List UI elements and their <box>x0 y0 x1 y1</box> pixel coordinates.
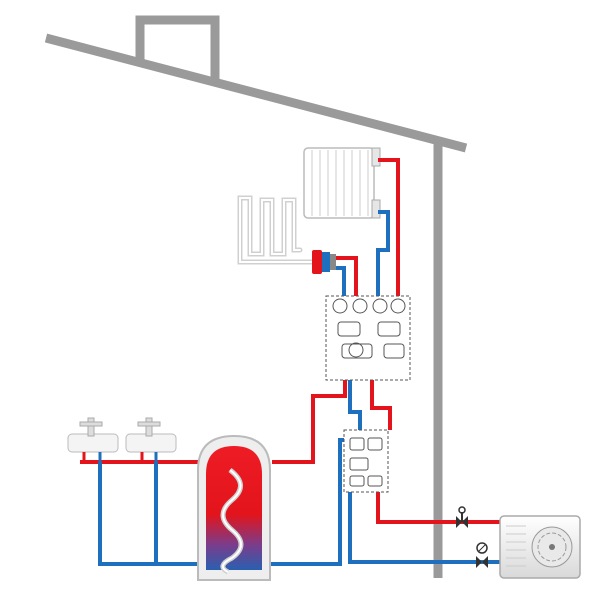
radiator-icon <box>303 147 381 219</box>
valve-icon <box>476 542 488 568</box>
valve-icon <box>456 506 468 528</box>
hot-pipes <box>80 158 500 524</box>
sink-tap-icon <box>67 417 119 462</box>
mixing-manifold-icon <box>312 250 336 274</box>
underfloor-heating-coil-icon <box>239 197 321 263</box>
hydraulic-module-icon <box>325 295 411 381</box>
house-roof-outline <box>44 15 468 578</box>
sink-tap-icon <box>125 417 177 462</box>
hydraulic-module-icon <box>343 429 389 493</box>
hot-water-tank-icon <box>197 434 271 581</box>
outdoor-heat-pump-unit-icon <box>499 515 581 579</box>
